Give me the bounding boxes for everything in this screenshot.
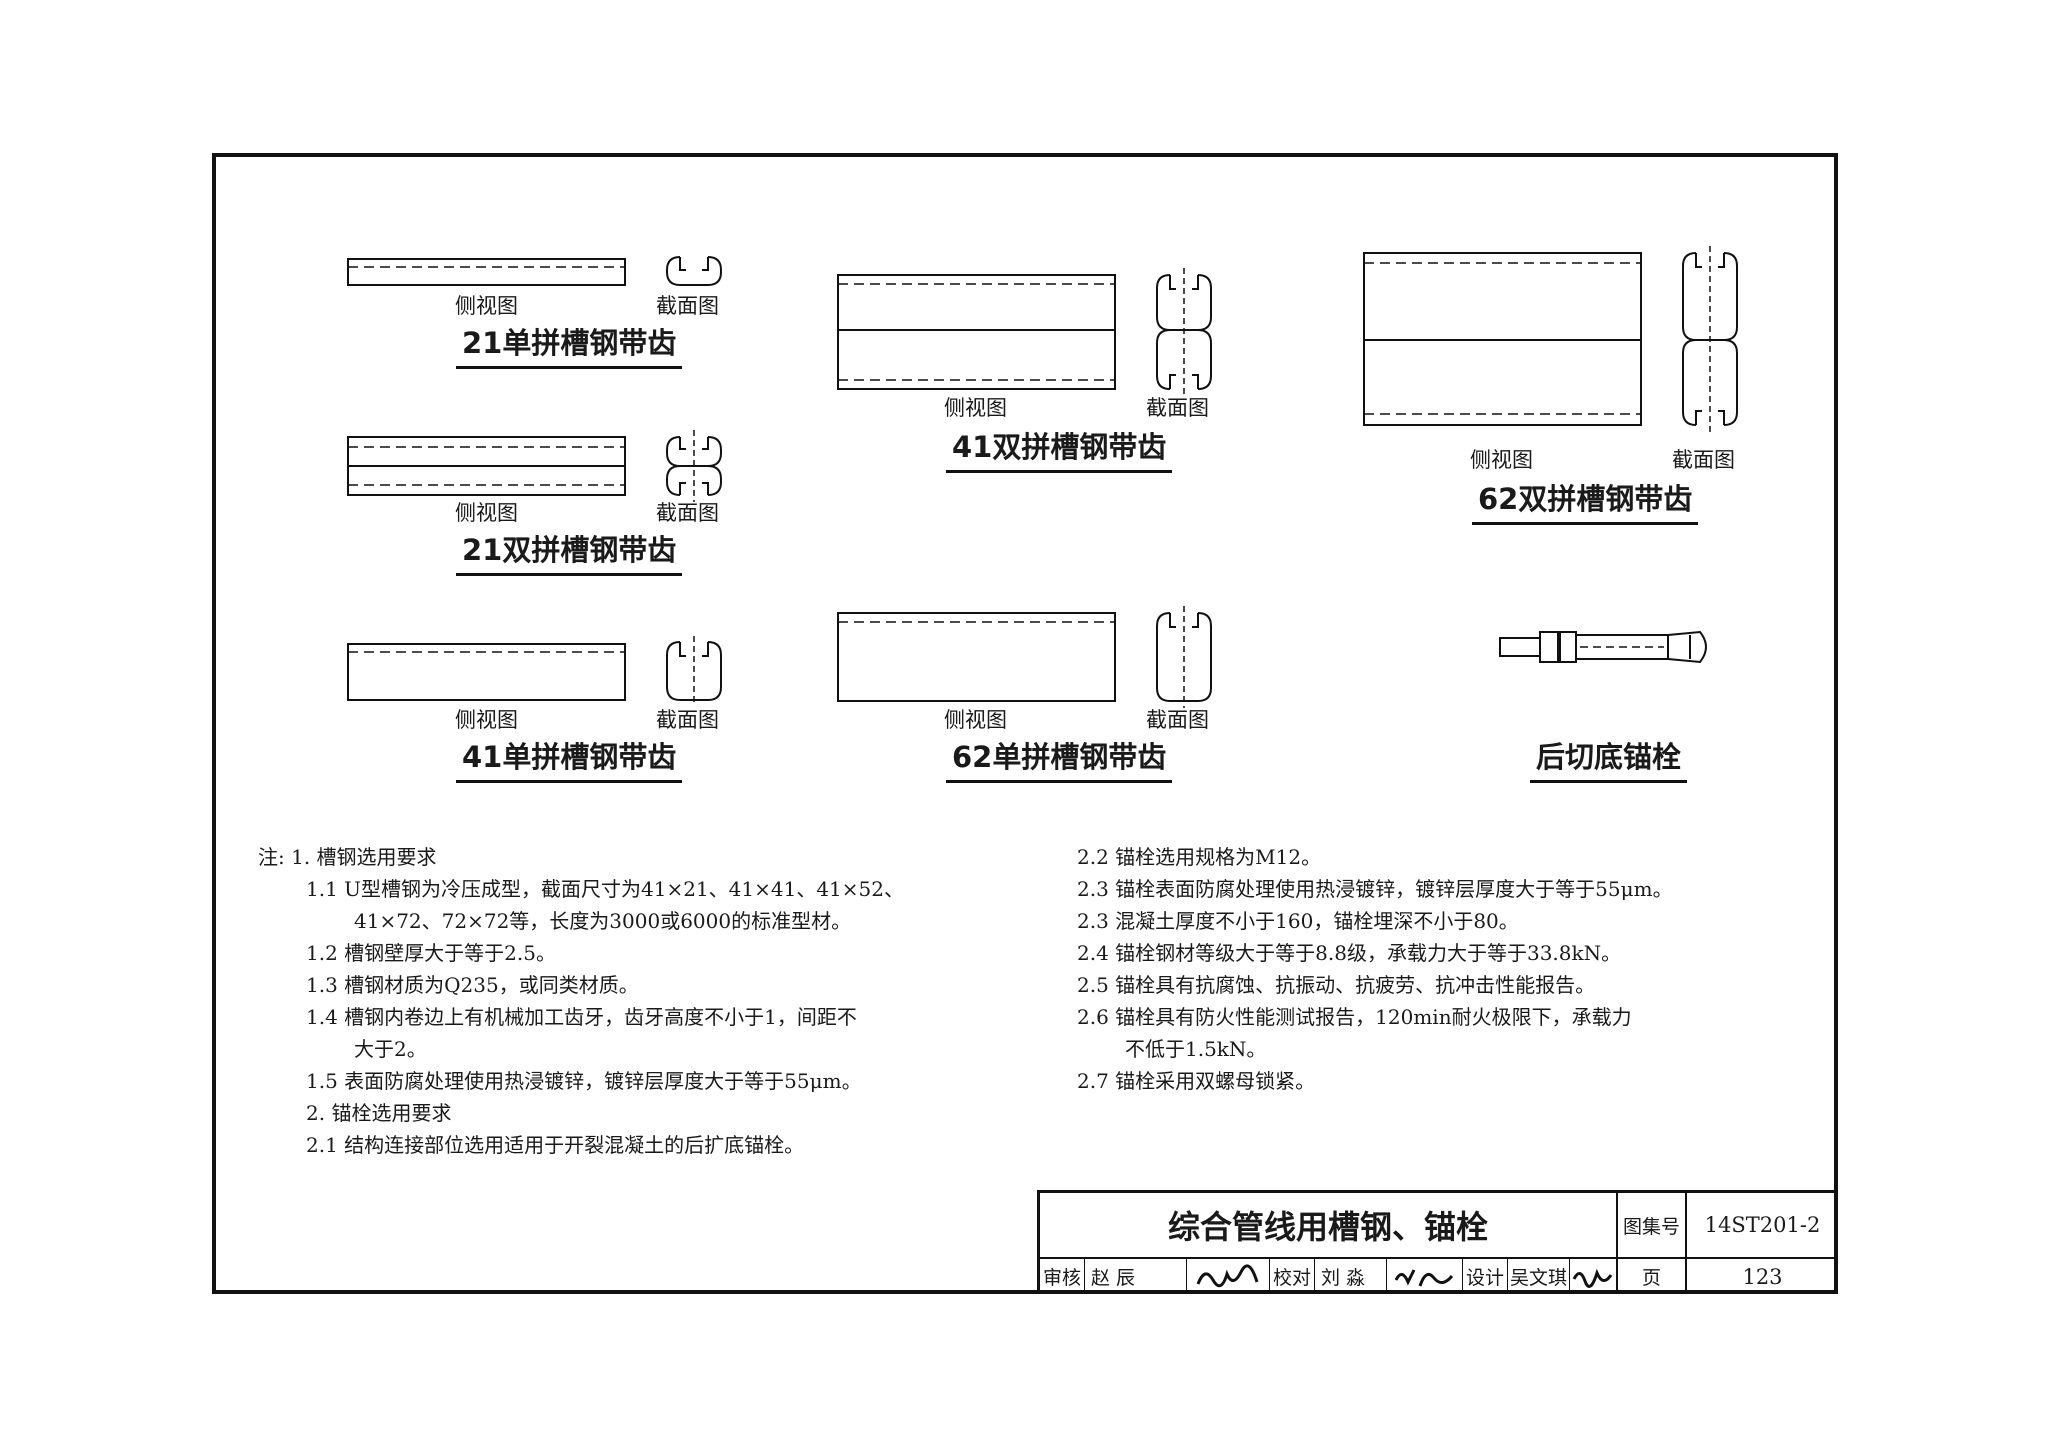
side-view-62-double bbox=[1363, 252, 1642, 426]
page-label: 页 bbox=[1618, 1259, 1687, 1294]
note-line: 大于2。 bbox=[354, 1037, 427, 1061]
figure-title-41-double: 41双拼槽钢带齿 bbox=[946, 424, 1173, 473]
side-view-label: 侧视图 bbox=[944, 396, 1007, 420]
section-62-single bbox=[1156, 606, 1212, 708]
side-view-41-single bbox=[347, 643, 626, 701]
side-view-62-single bbox=[837, 612, 1116, 702]
note-line: 2.2 锚栓选用规格为M12。 bbox=[1077, 845, 1322, 869]
note-line: 2.3 锚栓表面防腐处理使用热浸镀锌，镀锌层厚度大于等于55μm。 bbox=[1077, 877, 1673, 901]
design-label: 设计 bbox=[1463, 1259, 1508, 1294]
note-line: 1.3 槽钢材质为Q235，或同类材质。 bbox=[306, 973, 639, 997]
note-line: 2.5 锚栓具有抗腐蚀、抗振动、抗疲劳、抗冲击性能报告。 bbox=[1077, 973, 1596, 997]
note-line: 注: 1. 槽钢选用要求 bbox=[258, 845, 437, 869]
figure-title-62-double: 62双拼槽钢带齿 bbox=[1472, 476, 1699, 525]
side-view-41-double bbox=[837, 274, 1116, 390]
side-view-label: 侧视图 bbox=[1470, 448, 1533, 472]
note-line: 2.1 结构连接部位选用适用于开裂混凝土的后扩底锚栓。 bbox=[306, 1133, 805, 1157]
note-line: 2. 锚栓选用要求 bbox=[306, 1101, 452, 1125]
atlas-label: 图集号 bbox=[1618, 1193, 1687, 1259]
title-block: 综合管线用槽钢、锚栓 图集号 14ST201-2 审核 赵 辰 校对 刘 淼 设… bbox=[1037, 1190, 1838, 1294]
section-21-double bbox=[666, 430, 722, 502]
side-view-21-single bbox=[347, 258, 626, 286]
note-line: 1.1 U型槽钢为冷压成型，截面尺寸为41×21、41×41、41×52、 bbox=[306, 877, 904, 901]
section-view-label: 截面图 bbox=[656, 708, 719, 732]
checker-name: 刘 淼 bbox=[1315, 1259, 1387, 1294]
reviewer-name: 赵 辰 bbox=[1085, 1259, 1187, 1294]
section-view-label: 截面图 bbox=[656, 501, 719, 525]
figure-title-21-single: 21单拼槽钢带齿 bbox=[456, 320, 683, 369]
side-view-label: 侧视图 bbox=[455, 708, 518, 732]
drawing-title: 综合管线用槽钢、锚栓 bbox=[1040, 1193, 1618, 1259]
section-41-double bbox=[1156, 268, 1212, 396]
section-view-label: 截面图 bbox=[1146, 396, 1209, 420]
section-21-single bbox=[666, 256, 722, 286]
note-line: 1.5 表面防腐处理使用热浸镀锌，镀锌层厚度大于等于55μm。 bbox=[306, 1069, 862, 1093]
note-line: 2.6 锚栓具有防火性能测试报告，120min耐火极限下，承载力 bbox=[1077, 1005, 1632, 1029]
figure-title-62-single: 62单拼槽钢带齿 bbox=[946, 734, 1173, 783]
note-line: 不低于1.5kN。 bbox=[1125, 1037, 1267, 1061]
drawing-frame bbox=[212, 153, 1838, 1294]
note-line: 2.3 混凝土厚度不小于160，锚栓埋深不小于80。 bbox=[1077, 909, 1519, 933]
page-number: 123 bbox=[1742, 1264, 1783, 1289]
reviewer-signature bbox=[1187, 1259, 1270, 1294]
figure-title-anchor: 后切底锚栓 bbox=[1530, 734, 1688, 783]
designer-signature bbox=[1570, 1259, 1618, 1294]
note-line: 1.2 槽钢壁厚大于等于2.5。 bbox=[306, 941, 556, 965]
section-view-label: 截面图 bbox=[1146, 708, 1209, 732]
note-line: 2.4 锚栓钢材等级大于等于8.8级，承载力大于等于33.8kN。 bbox=[1077, 941, 1622, 965]
designer-name: 吴文琪 bbox=[1508, 1259, 1570, 1294]
note-line: 41×72、72×72等，长度为3000或6000的标准型材。 bbox=[354, 909, 852, 933]
section-view-label: 截面图 bbox=[1672, 448, 1735, 472]
atlas-number: 14ST201-2 bbox=[1687, 1193, 1838, 1259]
side-view-21-double bbox=[347, 436, 626, 496]
checker-signature bbox=[1387, 1259, 1463, 1294]
section-62-double bbox=[1682, 246, 1738, 432]
side-view-label: 侧视图 bbox=[944, 708, 1007, 732]
anchor-bolt-drawing bbox=[1499, 630, 1707, 664]
note-line: 2.7 锚栓采用双螺母锁紧。 bbox=[1077, 1069, 1316, 1093]
side-view-label: 侧视图 bbox=[455, 501, 518, 525]
figure-title-21-double: 21双拼槽钢带齿 bbox=[456, 527, 683, 576]
section-41-single bbox=[666, 636, 722, 706]
side-view-label: 侧视图 bbox=[455, 294, 518, 318]
section-view-label: 截面图 bbox=[656, 294, 719, 318]
figure-title-41-single: 41单拼槽钢带齿 bbox=[456, 734, 683, 783]
review-label: 审核 bbox=[1040, 1259, 1085, 1294]
note-line: 1.4 槽钢内卷边上有机械加工齿牙，齿牙高度不小于1，间距不 bbox=[306, 1005, 857, 1029]
check-label: 校对 bbox=[1270, 1259, 1315, 1294]
